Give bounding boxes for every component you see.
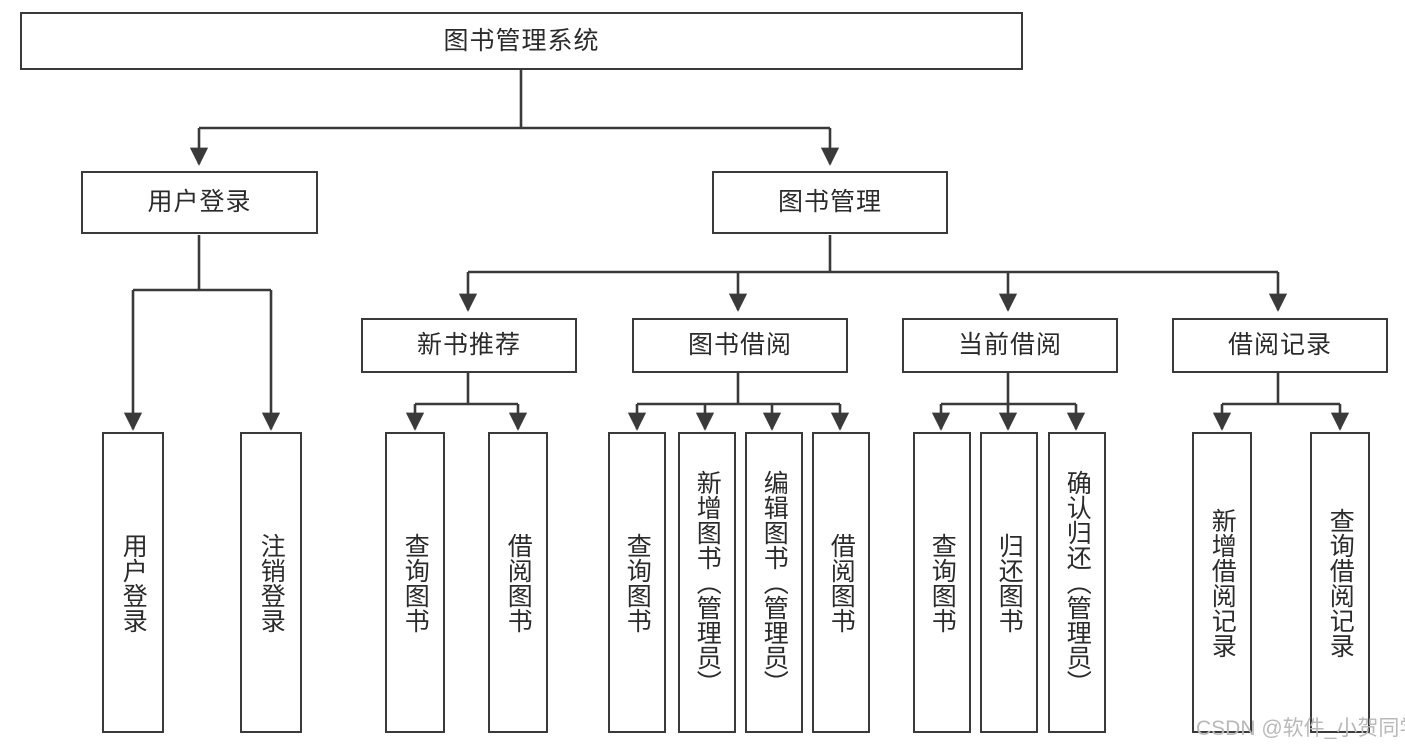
leaf-user-login-signin[interactable]: 用户登录 (102, 432, 164, 733)
leaf-records-query-record-label: 查询借阅记录 (1326, 507, 1355, 658)
leaf-current-return-book[interactable]: 归还图书 (980, 432, 1038, 733)
leaf-borrow-borrow-book-label: 借阅图书 (827, 532, 856, 633)
node-user-login[interactable]: 用户登录 (81, 171, 318, 234)
leaf-borrow-borrow-book[interactable]: 借阅图书 (812, 432, 870, 733)
leaf-current-confirm-return-admin[interactable]: 确认归还（管理员） (1048, 432, 1106, 733)
leaf-user-login-signout-label: 注销登录 (257, 532, 286, 633)
leaf-current-return-book-label: 归还图书 (995, 532, 1024, 633)
leaf-borrow-edit-book-admin[interactable]: 编辑图书（管理员） (745, 432, 803, 733)
leaf-borrow-query-book[interactable]: 查询图书 (608, 432, 666, 733)
leaf-recommend-borrow-book-label: 借阅图书 (504, 532, 533, 633)
leaf-current-query-book-label: 查询图书 (928, 532, 957, 633)
node-book-borrow-label: 图书借阅 (687, 331, 792, 359)
node-root-system[interactable]: 图书管理系统 (20, 12, 1023, 70)
node-borrow-records[interactable]: 借阅记录 (1172, 318, 1388, 373)
leaf-records-query-record[interactable]: 查询借阅记录 (1310, 432, 1370, 733)
node-user-login-label: 用户登录 (147, 188, 252, 216)
node-book-borrow[interactable]: 图书借阅 (632, 318, 848, 373)
node-new-book-recommend[interactable]: 新书推荐 (361, 318, 577, 373)
node-current-borrow-label: 当前借阅 (957, 331, 1062, 359)
node-book-management[interactable]: 图书管理 (712, 171, 948, 234)
leaf-user-login-signout[interactable]: 注销登录 (240, 432, 302, 733)
node-borrow-records-label: 借阅记录 (1227, 331, 1332, 359)
leaf-current-query-book[interactable]: 查询图书 (913, 432, 971, 733)
leaf-recommend-query-book[interactable]: 查询图书 (385, 432, 445, 733)
csdn-watermark: CSDN @软件_小贺同学 (1196, 717, 1405, 740)
leaf-records-add-record-label: 新增借阅记录 (1208, 507, 1237, 658)
node-root-system-label: 图书管理系统 (443, 26, 600, 55)
node-new-book-recommend-label: 新书推荐 (416, 331, 521, 359)
leaf-borrow-edit-book-admin-label: 编辑图书（管理员） (760, 470, 789, 695)
leaf-recommend-borrow-book[interactable]: 借阅图书 (488, 432, 548, 733)
leaf-borrow-add-book-admin-label: 新增图书（管理员） (693, 470, 722, 695)
node-current-borrow[interactable]: 当前借阅 (902, 318, 1118, 373)
leaf-current-confirm-return-admin-label: 确认归还（管理员） (1063, 470, 1092, 695)
leaf-borrow-add-book-admin[interactable]: 新增图书（管理员） (678, 432, 736, 733)
leaf-borrow-query-book-label: 查询图书 (623, 532, 652, 633)
leaf-user-login-signin-label: 用户登录 (119, 532, 148, 633)
leaf-recommend-query-book-label: 查询图书 (401, 532, 430, 633)
node-book-management-label: 图书管理 (777, 188, 882, 216)
leaf-records-add-record[interactable]: 新增借阅记录 (1192, 432, 1252, 733)
